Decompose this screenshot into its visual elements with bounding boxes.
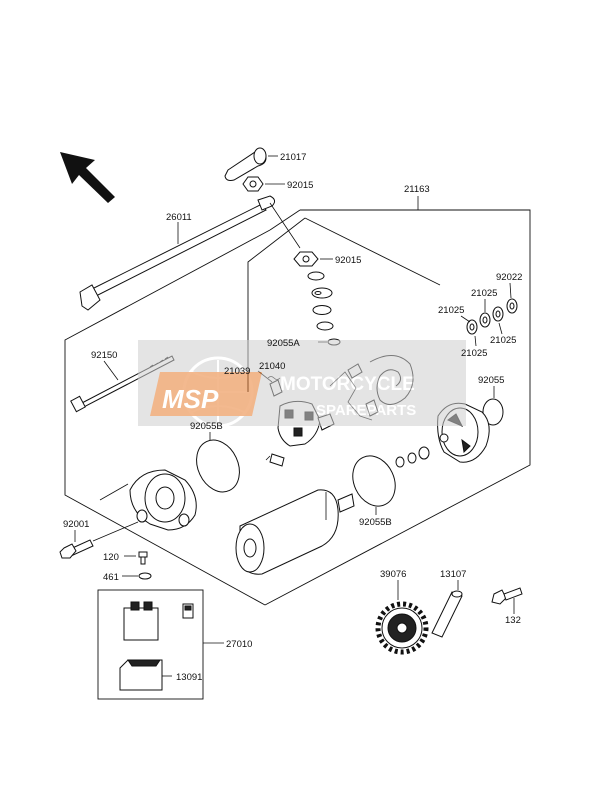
relay-kit-frame xyxy=(97,589,224,700)
o-ring-92055B-left xyxy=(196,432,240,493)
terminal-washer-stack xyxy=(307,271,334,331)
front-direction-arrow-icon xyxy=(60,152,115,203)
msp-logo-text: MSP xyxy=(162,384,219,414)
label-27010: 27010 xyxy=(226,639,252,650)
shim-washers xyxy=(395,446,430,468)
label-461: 461 xyxy=(103,572,119,583)
nut-92015-top xyxy=(242,176,285,192)
front-cover-housing xyxy=(99,469,197,531)
label-39076: 39076 xyxy=(380,569,406,580)
nut-92015-mid xyxy=(293,251,333,267)
label-21163: 21163 xyxy=(404,184,430,195)
label-120: 120 xyxy=(103,552,119,563)
screw-120 xyxy=(124,551,148,565)
o-ring-92055B-right xyxy=(352,455,396,515)
label-21025-c: 21025 xyxy=(461,348,487,359)
rear-cover-92055 xyxy=(482,386,504,426)
shaft-13107 xyxy=(431,580,463,638)
washer-92022 xyxy=(506,282,518,314)
label-21025-d: 21025 xyxy=(490,335,516,346)
label-21025-a: 21025 xyxy=(471,288,497,299)
label-92055A: 92055A xyxy=(267,338,300,349)
label-132: 132 xyxy=(505,615,521,626)
bolt-92001 xyxy=(59,521,139,559)
terminal-boot-21017 xyxy=(224,147,278,181)
label-13107: 13107 xyxy=(440,569,466,580)
label-21025-b: 21025 xyxy=(438,305,464,316)
label-92055: 92055 xyxy=(478,375,504,386)
label-21017: 21017 xyxy=(280,152,306,163)
watermark-line2: SPAREPARTS xyxy=(316,402,416,419)
part-labels: 21017 92015 21163 26011 92015 92022 2102… xyxy=(63,152,522,683)
label-92015-mid: 92015 xyxy=(335,255,361,266)
label-21040: 21040 xyxy=(259,361,285,372)
bolt-132 xyxy=(491,587,523,614)
label-92022: 92022 xyxy=(496,272,522,283)
label-92055B-left: 92055B xyxy=(190,421,223,432)
idler-gear-39076 xyxy=(375,580,429,655)
label-92001: 92001 xyxy=(63,519,89,530)
assembly-frame xyxy=(64,196,531,606)
starter-cable-26011 xyxy=(79,195,301,311)
watermark-line1: MOTORCYCLE xyxy=(280,374,415,395)
label-26011: 26011 xyxy=(166,212,192,223)
washer-461 xyxy=(122,572,152,580)
watermark: MSP MOTORCYCLE SPAREPARTS xyxy=(138,340,466,428)
washers-21025 xyxy=(460,299,504,347)
label-13091: 13091 xyxy=(176,672,202,683)
label-92150: 92150 xyxy=(91,350,117,361)
msp-logo-badge xyxy=(150,372,262,416)
label-92015-top: 92015 xyxy=(287,180,313,191)
armature-motor-body xyxy=(235,489,355,575)
label-21039: 21039 xyxy=(224,366,250,377)
starter-relay-27010 xyxy=(123,601,194,641)
relay-cover-13091 xyxy=(119,659,172,691)
label-92055B-right: 92055B xyxy=(359,517,392,528)
